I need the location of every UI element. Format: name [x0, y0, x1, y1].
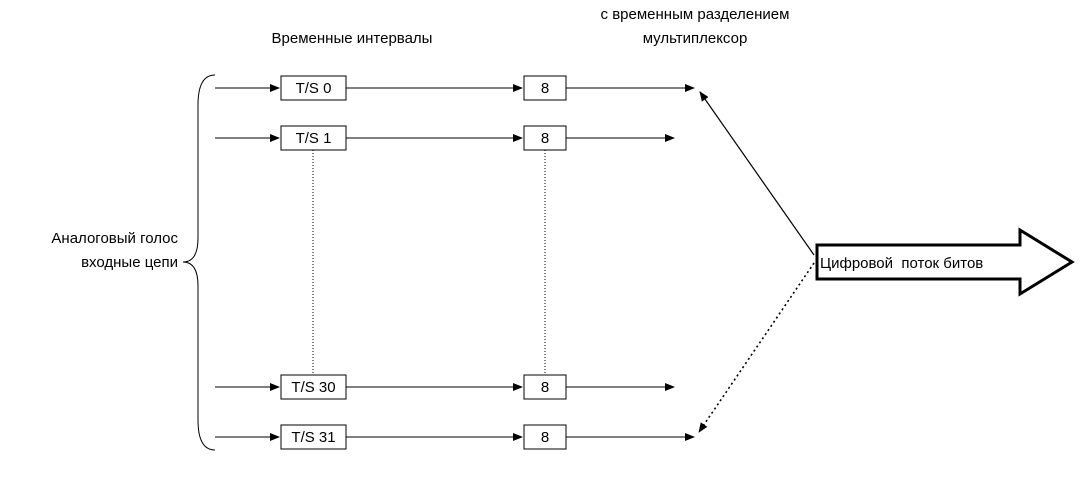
digital-stream-arrow	[815, 227, 1075, 297]
bits-label: 8	[541, 429, 549, 446]
multiplexer-title-line2: мультиплексор	[642, 30, 748, 47]
bits-label: 8	[541, 80, 549, 97]
input-label-line2: входные цепи	[81, 254, 178, 271]
timeslot-label: T/S 30	[291, 379, 335, 396]
digital-stream-label: Цифровой поток битов	[820, 255, 983, 272]
mux-line-bottom	[698, 262, 815, 433]
multiplexer-title-line1: с временным разделением	[600, 6, 790, 23]
timeslot-box: T/S 30	[280, 374, 347, 400]
timeslot-box: T/S 1	[280, 125, 347, 151]
timeslot-box: T/S 0	[280, 75, 347, 101]
bits-label: 8	[541, 379, 549, 396]
bits-box: 8	[523, 75, 567, 101]
bits-label: 8	[541, 130, 549, 147]
input-label-line1: Аналоговый голос	[51, 230, 178, 247]
timeslot-label: T/S 0	[296, 80, 332, 97]
timeslot-box: T/S 31	[280, 424, 347, 450]
bits-box: 8	[523, 374, 567, 400]
timeslot-label: T/S 1	[296, 130, 332, 147]
input-brace	[182, 74, 216, 451]
mux-line-top	[699, 91, 815, 256]
timeslot-label: T/S 31	[291, 429, 335, 446]
bits-box: 8	[523, 125, 567, 151]
bits-box: 8	[523, 424, 567, 450]
timeslots-title: Временные интервалы	[271, 30, 433, 47]
